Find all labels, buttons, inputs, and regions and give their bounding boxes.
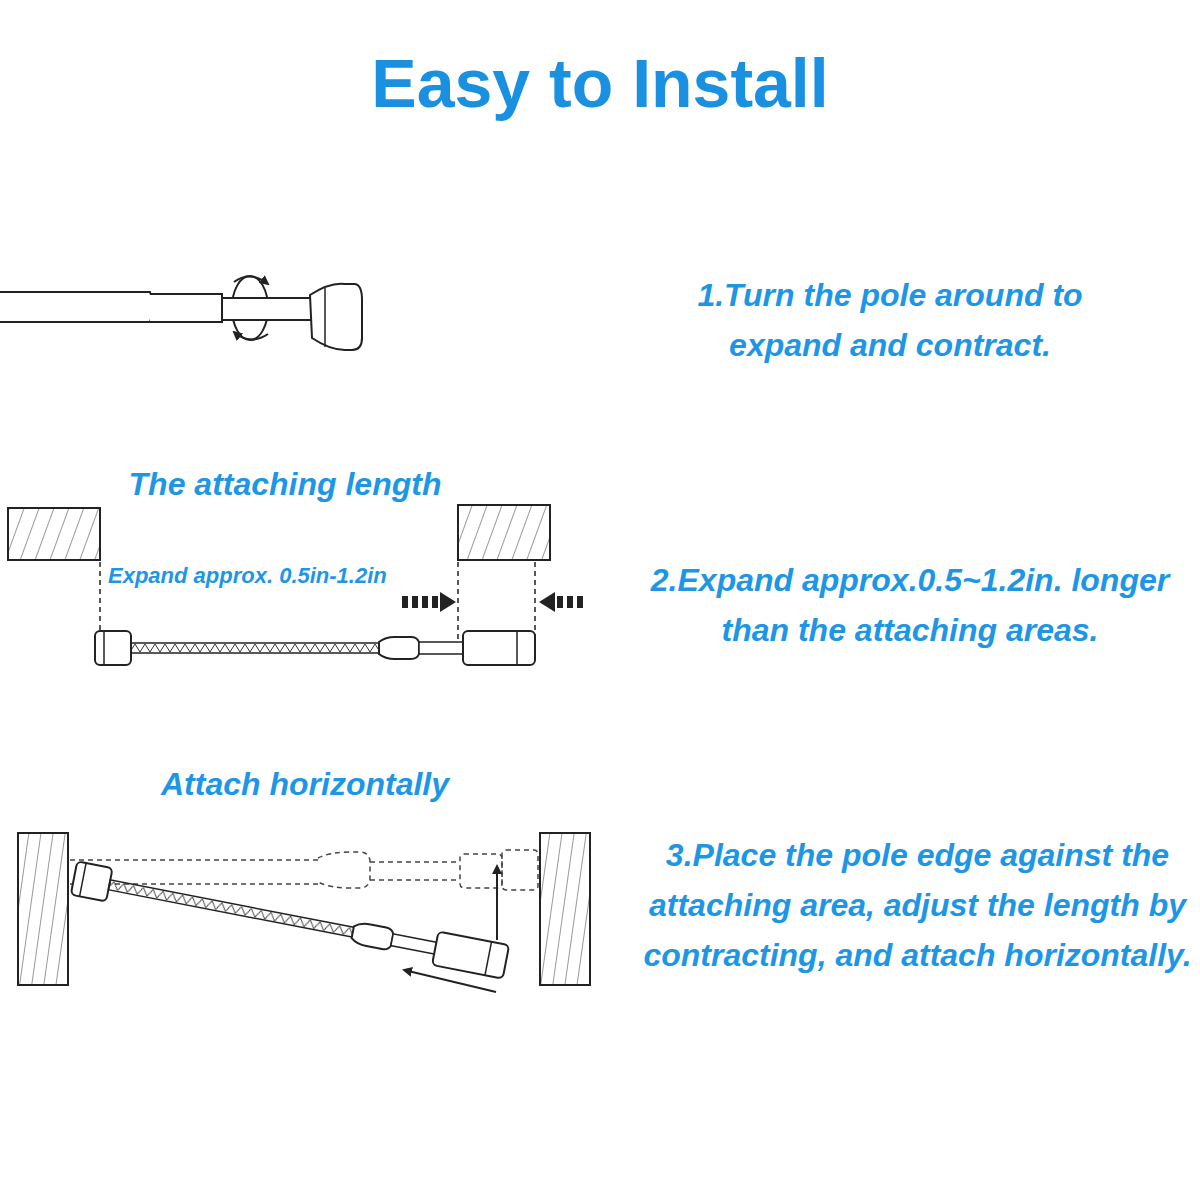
attaching-length-figure bbox=[8, 505, 583, 665]
attach-horizontally-figure bbox=[18, 833, 590, 992]
step-text: 3.Place the pole edge against the attach… bbox=[640, 830, 1195, 980]
figure-heading: Attach horizontally bbox=[120, 762, 490, 806]
pole-detail bbox=[0, 276, 362, 350]
figure-heading: The attaching length bbox=[100, 462, 470, 506]
step-text: 1.Turn the pole around to expand and con… bbox=[650, 270, 1130, 370]
page-title: Easy to Install bbox=[200, 38, 1000, 128]
dimension-note: Expand approx. 0.5in-1.2in bbox=[108, 561, 453, 591]
step-text: 2.Expand approx.0.5~1.2in. longer than t… bbox=[625, 555, 1195, 655]
